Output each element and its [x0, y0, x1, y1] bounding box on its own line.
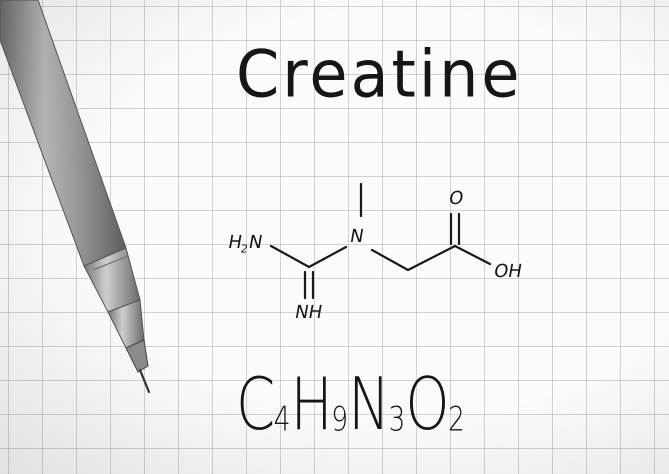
formula-count: 4	[273, 399, 291, 440]
atom-label-h2n: H2N	[226, 232, 265, 256]
formula-element: O	[405, 362, 449, 446]
formula-count: 3	[388, 399, 406, 440]
formula-element: N	[348, 362, 390, 446]
formula-count: 2	[448, 399, 465, 440]
skeletal-structure	[269, 182, 492, 300]
molecular-formula: C4H9N3O2	[236, 368, 465, 440]
formula-element: C	[236, 362, 275, 446]
pen-body	[0, 0, 151, 394]
title: Creatine	[236, 35, 523, 113]
formula-element: H	[290, 362, 333, 446]
formula-count: 9	[331, 399, 349, 440]
atom-label-nh: NH	[293, 302, 324, 323]
atom-label-oh: OH	[492, 261, 524, 282]
